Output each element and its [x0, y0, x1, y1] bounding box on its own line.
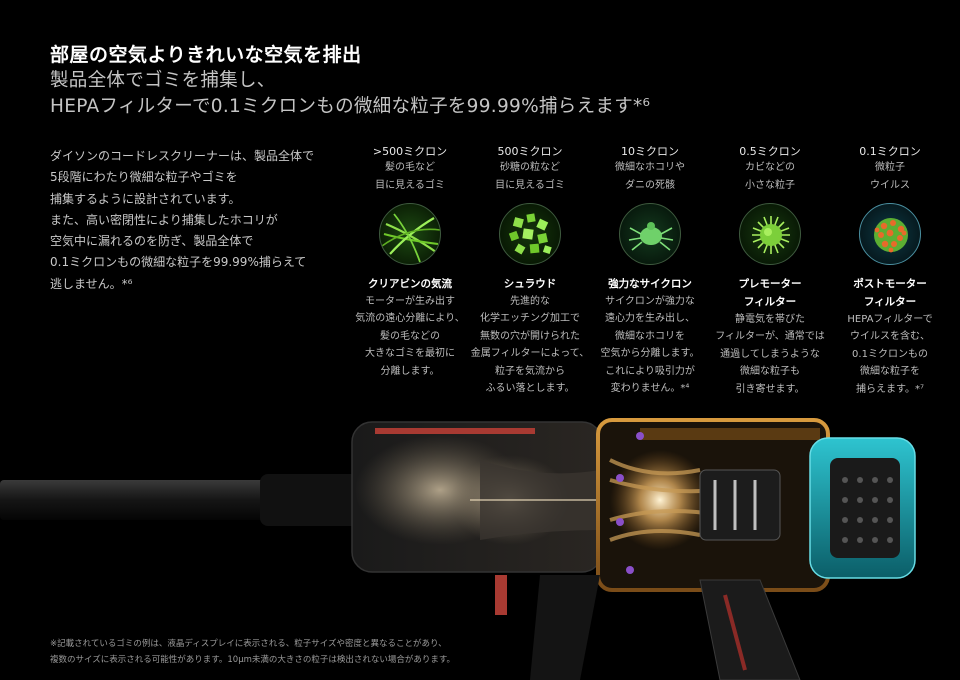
stage-desc-line: 静電気を帯びた	[735, 314, 805, 325]
stage-desc-line: 通過してしまうような	[720, 348, 820, 360]
stage-particle: 髪の毛など	[385, 162, 435, 173]
stage-desc-line: 遠心力を生み出し、	[605, 313, 695, 325]
stage-post-motor-filter: 0.1ミクロン 微粒子 ウイルス ポストモーター フィルター HEPAフィルター…	[825, 144, 955, 398]
stage-desc-line: 微細な粒子を	[860, 366, 920, 378]
stage-desc-line: 気流の遠心分離により、	[355, 313, 465, 325]
stage-desc-line: モーターが生み出す	[365, 296, 455, 307]
mold-spore-icon	[739, 203, 801, 265]
stage-name: ポストモーター	[853, 278, 927, 290]
stage-size: 0.5ミクロン	[739, 145, 801, 158]
stage-name: クリアビンの気流	[368, 278, 452, 290]
stage-desc-line: 変わりません。*⁴	[610, 383, 690, 395]
stage-desc-line: 空気から分離します。	[600, 348, 700, 360]
stage-desc-line: 引き寄せます。	[735, 383, 805, 395]
intro-line: また、高い密閉性により捕集したホコリが	[50, 212, 278, 227]
stage-name: 強力なサイクロン	[608, 278, 692, 290]
intro-line: 5段階にわたり微細な粒子やゴミを	[50, 170, 238, 185]
stage-name: フィルター	[743, 296, 797, 308]
vacuum-cutaway-illustration	[0, 418, 916, 680]
stage-name: プレモーター	[738, 278, 802, 290]
stage-desc-line: 0.1ミクロンもの	[852, 348, 928, 360]
stage-clear-bin: >500ミクロン 髪の毛など 目に見えるゴミ クリアビンの気流 モーターが生み出…	[345, 144, 475, 380]
intro-paragraph: ダイソンのコードレスクリーナーは、製品全体で 5段階にわたり微細な粒子やゴミを …	[50, 146, 330, 295]
stage-particle: 砂糖の粒など	[500, 162, 560, 173]
intro-line: 空気中に漏れるのを防ぎ、製品全体で	[50, 234, 254, 249]
stage-particle: ウイルス	[870, 180, 910, 191]
headline-title: 部屋の空気よりきれいな空気を排出	[50, 44, 362, 66]
stage-desc-line: 髪の毛などの	[380, 330, 440, 342]
footnote-line: 複数のサイズに表示される可能性があります。10μm未満の大きさの粒子は検出されな…	[50, 655, 456, 665]
stage-size: 500ミクロン	[497, 145, 563, 158]
headline-subtitle-2: HEPAフィルターで0.1ミクロンもの微細な粒子を99.99%捕らえます*⁶	[50, 96, 651, 117]
intro-line: ダイソンのコードレスクリーナーは、製品全体で	[50, 149, 315, 163]
stage-desc-line: 粒子を気流から	[495, 365, 565, 377]
stage-particle: カビなどの	[745, 162, 795, 173]
stage-desc-line: サイクロンが強力な	[605, 296, 695, 307]
stage-desc-line: 分離します。	[380, 365, 440, 377]
stage-shroud: 500ミクロン 砂糖の粒など 目に見えるゴミ シュラウド 先進的な 化学エッチン…	[465, 144, 595, 397]
stage-particle: ダニの死骸	[625, 180, 675, 191]
stage-size: >500ミクロン	[372, 145, 448, 158]
stage-desc-line: これにより吸引力が	[605, 365, 695, 377]
stage-pre-motor-filter: 0.5ミクロン カビなどの 小さな粒子 プレモーター フィルター	[705, 144, 835, 398]
stage-name: シュラウド	[503, 278, 557, 290]
hair-fiber-icon	[379, 203, 441, 265]
sugar-grain-icon	[499, 203, 561, 265]
intro-line: 捕集するように設計されています。	[50, 191, 241, 206]
stage-particle: 微粒子	[875, 162, 905, 173]
intro-line: 逃しません。*⁶	[50, 276, 133, 291]
footnote: ※記載されているゴミの例は、液晶ディスプレイに表示される、粒子サイズや密度と異な…	[50, 636, 490, 668]
stage-cyclone: 10ミクロン 微細なホコリや ダニの死骸 強力なサイクロン サイクロンが強力な …	[585, 144, 715, 397]
headline-block: 部屋の空気よりきれいな空気を排出 製品全体でゴミを捕集し、 HEPAフィルターで…	[50, 42, 930, 120]
stage-desc-line: 無数の穴が開けられた	[480, 330, 580, 342]
stage-desc-line: 微細なホコリを	[615, 330, 685, 342]
dust-mite-icon	[619, 203, 681, 265]
stage-desc-line: 先進的な	[510, 296, 550, 307]
stage-name: フィルター	[863, 296, 917, 308]
stage-desc-line: フィルターが、通常では	[715, 331, 825, 343]
virus-particle-icon	[859, 203, 921, 265]
stage-desc-line: 金属フィルターによって、	[470, 348, 590, 360]
stage-desc-line: 捕らえます。*⁷	[855, 383, 924, 395]
stage-desc-line: ウイルスを含む、	[850, 331, 930, 343]
vacuum-handle	[699, 579, 801, 680]
stage-desc-line: 大きなゴミを最初に	[365, 348, 455, 360]
intro-line: 0.1ミクロンもの微細な粒子を99.99%捕らえて	[50, 255, 307, 270]
stage-desc-line: ふるい落とします。	[485, 383, 575, 395]
stage-desc-line: HEPAフィルターで	[847, 314, 933, 325]
stage-particle: 目に見えるゴミ	[375, 180, 445, 191]
stage-particle: 微細なホコリや	[615, 162, 685, 173]
stage-size: 0.1ミクロン	[859, 145, 921, 158]
stage-desc-line: 化学エッチング加工で	[480, 313, 580, 325]
stage-desc-line: 微細な粒子も	[740, 366, 800, 378]
stage-particle: 小さな粒子	[745, 180, 795, 191]
stage-particle: 目に見えるゴミ	[495, 180, 565, 191]
stage-size: 10ミクロン	[621, 145, 679, 158]
headline-subtitle-1: 製品全体でゴミを捕集し、	[50, 70, 276, 91]
footnote-line: ※記載されているゴミの例は、液晶ディスプレイに表示される、粒子サイズや密度と異な…	[50, 639, 447, 649]
